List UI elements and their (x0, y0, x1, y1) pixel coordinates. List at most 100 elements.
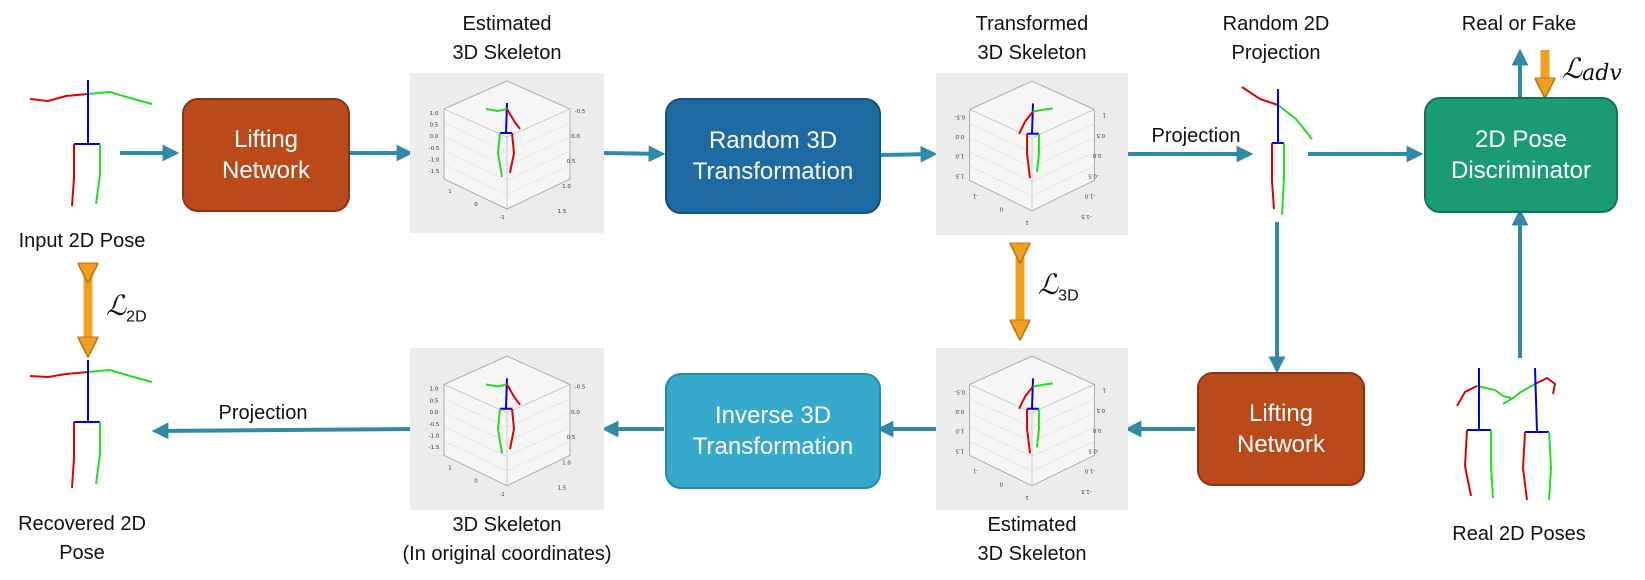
loss-label-2d: ℒ2D (106, 289, 147, 327)
plot-tick-left: 1.0 (955, 153, 964, 159)
inverse-3d-transformation-box: Inverse 3D Transformation (665, 373, 881, 489)
plot-tick-left: 0.5 (430, 123, 439, 129)
plot-grid (969, 151, 1033, 182)
lifting-network-top-line-2: Network (221, 157, 311, 184)
plot-tick-right: 1.0 (562, 184, 571, 190)
pose-discriminator-line-2: Discriminator (1450, 157, 1591, 184)
plot-bone (496, 132, 503, 178)
plot-grid (1031, 137, 1095, 168)
plot-bone (506, 108, 521, 130)
plot-tick-bottom: -1 (973, 192, 978, 198)
random-3d-transformation-line-1: Random 3D (708, 127, 838, 154)
plot-grid (443, 412, 508, 443)
label-projection-bottom: Projection (218, 402, 308, 424)
loss-adv-symbol: ℒ (1562, 52, 1583, 85)
plot-tick-right: -0.5 (1088, 172, 1099, 178)
loss-label-adv: ℒadv (1562, 52, 1622, 86)
plot-grid (1031, 165, 1095, 197)
plot-tick-left: -0.5 (429, 146, 440, 152)
arrow-estimated-to-random3d (603, 145, 666, 163)
label-estimated-3d-skeleton-top: Estimated 3D Skeleton (427, 10, 587, 68)
plot-bone (506, 383, 521, 406)
plot-grid (443, 426, 508, 457)
plot-edge (969, 384, 1095, 414)
plot-grid (1031, 426, 1095, 457)
plot-tick-bottom: 1 (448, 189, 452, 195)
plot-grid (969, 412, 1033, 443)
plot-tick-left: -1.0 (429, 433, 440, 439)
label-random-projection-line-1: Random 2D (1222, 13, 1330, 35)
plot-bone (1018, 110, 1034, 135)
plot-bone (1032, 382, 1053, 388)
plot-tick-left: 1.0 (430, 111, 439, 117)
lifting-network-bottom-box: Lifting Network (1197, 372, 1365, 486)
plot-tick-left: 1.5 (955, 172, 964, 178)
plot-bone (1031, 378, 1034, 409)
plot-grid (1031, 151, 1095, 182)
plot-bone (1026, 408, 1032, 454)
plot-tick-bottom: -1 (499, 215, 504, 221)
plot-bone (1035, 408, 1040, 448)
arrow-projection-bottom (151, 422, 411, 440)
plot-tick-right: -0.5 (575, 109, 586, 115)
skeleton-2d-icon-input (29, 80, 153, 207)
plot-tick-right: -1.0 (1084, 192, 1095, 198)
label-original-line-2: (In original coordinates) (402, 543, 612, 565)
plot-grid (506, 426, 571, 457)
plot-edge (443, 384, 571, 414)
plot-tick-left: 0.5- (954, 389, 965, 395)
arrow-random3d-to-transformed (879, 145, 938, 163)
label-original-line-1: 3D Skeleton (452, 514, 562, 536)
label-estimated-top-line-1: Estimated (462, 13, 552, 35)
plot-grid (506, 136, 571, 167)
plot-bone (1026, 133, 1032, 179)
plot-grid (1031, 440, 1095, 472)
random-3d-transformation-box: Random 3D Transformation (665, 98, 881, 214)
plot-bone (509, 408, 516, 450)
plot-tick-right: 1.5 (558, 486, 567, 492)
plot-tick-left: 1.0 (955, 428, 964, 434)
plot-grid (443, 398, 508, 428)
plot-tick-right: -1.5 (1081, 488, 1092, 494)
plot-grid (969, 137, 1033, 168)
plot-grid (969, 123, 1033, 153)
plot-tick-bottom: 0 (999, 206, 1003, 212)
lifting-network-top-line-1: Lifting (233, 126, 299, 153)
plot-tick-left: 0.0 (955, 133, 964, 139)
pose-discriminator-line-1: 2D Pose (1474, 126, 1568, 153)
plot-grid (1031, 412, 1095, 443)
plot-grid (969, 440, 1033, 472)
plot-tick-left: -1.5 (429, 445, 440, 451)
plot-tick-right: 1 (1103, 111, 1106, 117)
plot-tick-right: 1 (1103, 386, 1106, 392)
plot-bone (1031, 103, 1034, 134)
plot-tick-bottom: 1 (1025, 494, 1028, 500)
lifting-network-bottom-line-1: Lifting (1248, 400, 1314, 427)
plot-tick-right: 0.0 (1092, 427, 1101, 433)
plot-tick-left: 0.0 (430, 410, 439, 416)
plot-tick-bottom: 0 (474, 202, 478, 208)
plot-tick-left: 0.0 (430, 134, 439, 140)
skeleton-2d-icon-random-projection (1241, 86, 1313, 215)
label-estimated-bottom-line-2: 3D Skeleton (977, 543, 1087, 565)
label-transformed-line-1: Transformed (975, 13, 1089, 35)
plot-bone (505, 102, 508, 134)
plot-tick-left: 1.0 (430, 387, 439, 393)
pose-discriminator-box: 2D Pose Discriminator (1424, 97, 1618, 213)
plot-bone (1018, 385, 1034, 410)
plot-tick-right: -0.5 (1088, 447, 1099, 453)
plot-grid (506, 398, 571, 428)
plot-grid (1031, 123, 1095, 153)
plot-tick-left: 1.5 (955, 447, 964, 453)
label-estimated-3d-skeleton-bottom: Estimated 3D Skeleton (952, 511, 1112, 569)
plot-tick-left: 0.5 (430, 398, 439, 404)
plot-tick-bottom: 1 (448, 465, 451, 471)
label-projection-top: Projection (1151, 125, 1241, 147)
plot-tick-right: 0.5 (1096, 132, 1105, 138)
label-input-2d-pose: Input 2D Pose (18, 230, 146, 252)
plot-grid (443, 136, 508, 167)
plot-bone (509, 132, 516, 174)
plot-grid (969, 426, 1033, 457)
